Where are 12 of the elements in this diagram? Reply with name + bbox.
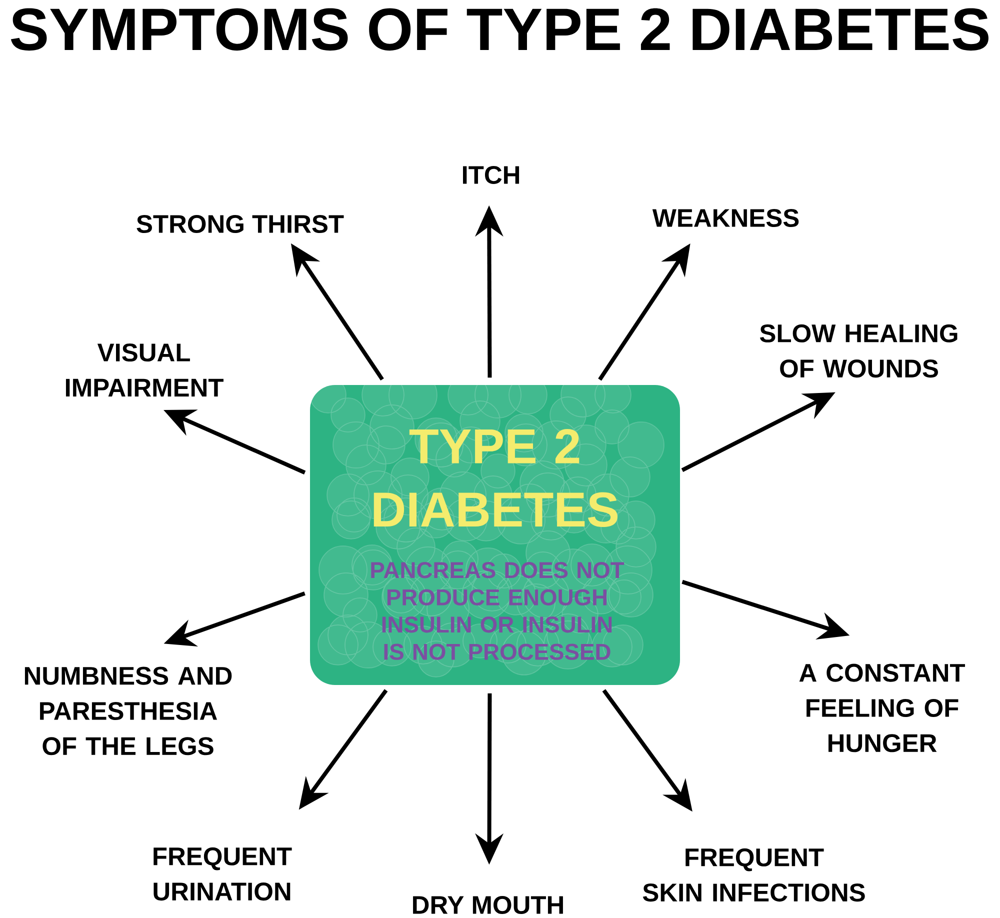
label: SLOW HEALING OF WOUNDS bbox=[760, 324, 958, 378]
label: WEAKNESS bbox=[652, 208, 799, 227]
label: FREQUENT SKIN INFECTIONS bbox=[642, 848, 865, 902]
label: STRONG THIRST bbox=[136, 214, 344, 233]
label: NUMBNESS AND PARESTHESIA OF THE LEGS bbox=[24, 666, 232, 756]
label: VISUAL IMPAIRMENT bbox=[66, 344, 224, 396]
info-box: TYPE 2 DIABETES PANCREAS DOES NOT PRODUCE ENOUGH INSULIN OR INSULIN IS NOT PROCESSED bbox=[310, 384, 680, 685]
label: DRY MOUTH bbox=[413, 896, 563, 914]
label: A CONSTANT FEELING OF HUNGER bbox=[799, 664, 966, 752]
label: ITCH bbox=[463, 166, 520, 184]
title: SYMPTOMS OF TYPE 2 DIABETES bbox=[10, 8, 988, 51]
label: FREQUENT URINATION bbox=[154, 847, 292, 901]
